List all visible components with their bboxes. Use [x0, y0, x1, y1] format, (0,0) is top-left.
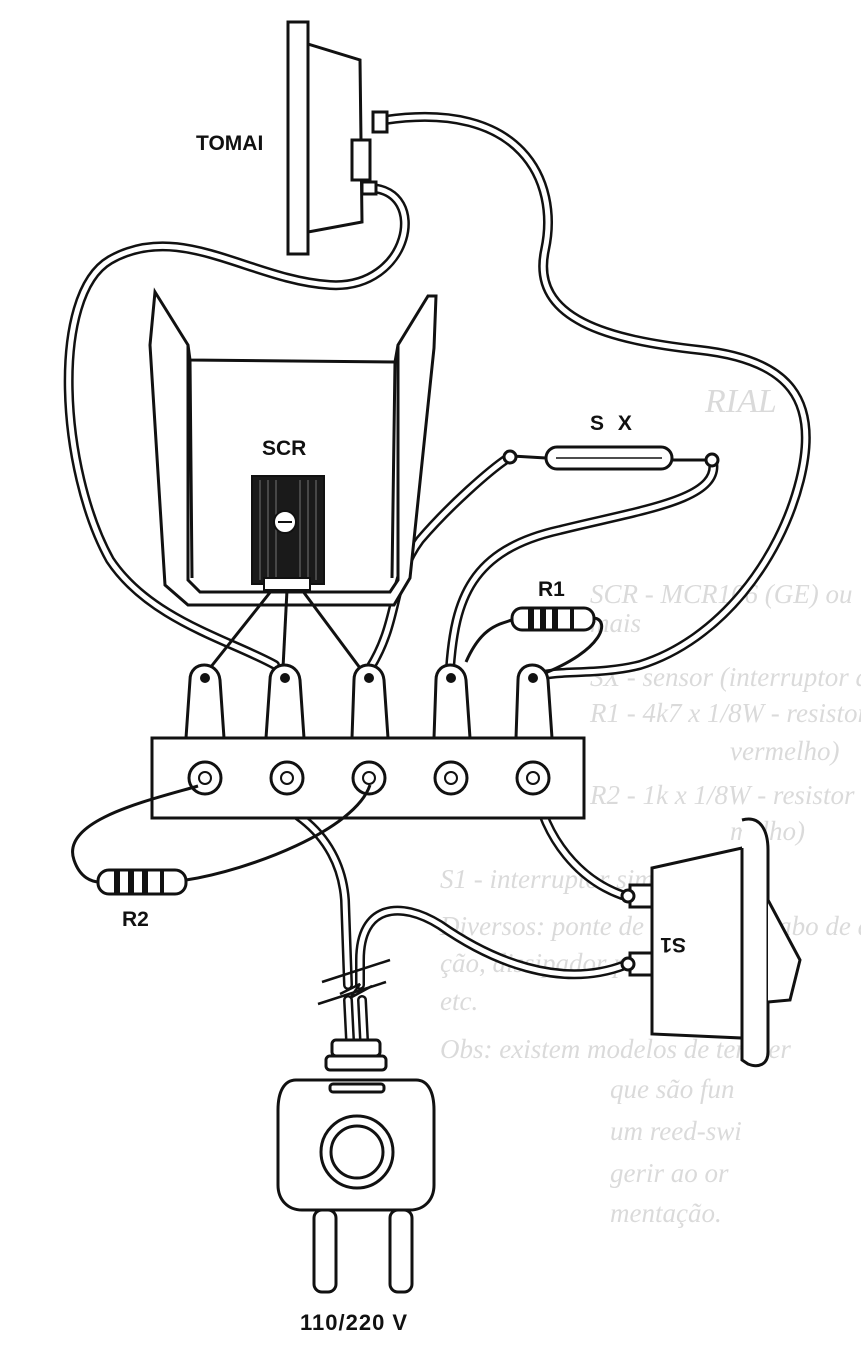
scr-label: SCR [262, 437, 306, 460]
outlet-label: TOMAI [196, 132, 263, 155]
cable-break-symbol [317, 958, 391, 1006]
resistor-r2 [71, 784, 372, 896]
outlet [286, 20, 389, 256]
r2-label: R2 [122, 908, 149, 931]
bg-line-13: que são fun [610, 1074, 735, 1104]
bg-line-14: um reed-swi [610, 1116, 742, 1146]
switch-s1 [620, 817, 802, 1068]
bg-line-2: mais [590, 608, 641, 638]
sx-label: S X [590, 412, 636, 435]
terminal-tab-1 [184, 663, 226, 740]
terminal-strip [150, 663, 586, 820]
bg-line-16: mentação. [610, 1198, 722, 1228]
terminal-tab-3 [350, 663, 390, 740]
heatsink [148, 287, 438, 607]
voltage-label: 110/220 V [300, 1310, 408, 1335]
terminal-tab-2 [264, 663, 306, 740]
terminal-tab-4 [432, 663, 472, 740]
terminal-tab-5 [514, 663, 554, 740]
bg-line-9: Diversos: ponte de terminais, cabo de al… [439, 911, 861, 941]
r1-label: R1 [538, 578, 565, 601]
reed-sensor-sx [502, 445, 720, 471]
bg-heading: RIAL [704, 383, 777, 420]
bg-line-5: vermelho) [730, 736, 839, 766]
bg-line-4: R1 - 4k7 x 1/8W - resistor (amarelo, vio… [589, 698, 861, 728]
bg-line-1: SCR - MCR106 (GE) ou TIC106 (TI) 200 V o… [590, 579, 861, 609]
bg-line-6: R2 - 1k x 1/8W - resistor (marrom, preto… [589, 780, 861, 810]
wire-terminal1-to-cord [210, 786, 353, 990]
bg-line-15: gerir ao or [610, 1158, 729, 1188]
bg-line-11: etc. [440, 986, 478, 1016]
s1-label: S1 [660, 933, 686, 956]
resistor-r1 [464, 606, 604, 677]
scr-transistor [208, 475, 362, 669]
power-plug [276, 1038, 436, 1294]
